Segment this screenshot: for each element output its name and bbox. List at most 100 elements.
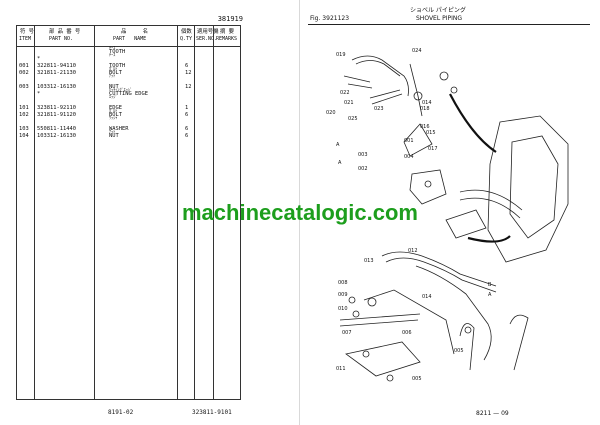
document-number: 381919 (217, 15, 243, 23)
part-name-kana: ﾜｯｼｬ (109, 115, 118, 120)
column-divider (34, 26, 35, 399)
part-name-kana: ﾃｰｽ (109, 52, 116, 57)
col-name-jp: 品 名 (121, 29, 149, 35)
part-name-kana: ﾅｯﾄ (109, 129, 116, 134)
col-partno-en: PART NO. (49, 36, 74, 42)
part-name-cell: BOLT (109, 70, 122, 76)
item-cell: 103 (19, 126, 29, 132)
part-name-cell: TOOTH (109, 63, 126, 69)
table-row: ﾅｯﾄ (17, 73, 240, 84)
part-callout: 007 (342, 330, 352, 336)
qty-cell: 6 (185, 133, 189, 139)
part-name-kana: ｶｯﾃｨﾝｸﾞｴｯｼﾞ (109, 87, 133, 92)
part-name-cell: TOOTH (109, 49, 126, 55)
part-no-cell: 550811-11440 (37, 126, 76, 132)
table-row: ﾜｯｼｬ (17, 115, 240, 126)
part-callout: A (336, 142, 340, 148)
item-cell: 002 (19, 70, 29, 76)
part-callout: 012 (408, 248, 418, 254)
part-callout: 001 (404, 138, 414, 144)
table-header: 符 号 ITEM 部 品 番 号 PART NO. 品 名 PART NAME … (17, 26, 240, 47)
part-callout: 013 (364, 258, 374, 264)
qty-cell: 12 (185, 84, 192, 90)
qty-cell: 6 (185, 112, 189, 118)
part-no-cell: 103312-16130 (37, 84, 76, 90)
part-name-cell: BOLT (109, 112, 122, 118)
item-cell: 104 (19, 133, 29, 139)
col-remarks-en: REMARKS (216, 36, 238, 42)
part-callout: 016 (420, 124, 430, 130)
table-row: 101 323811-92110 EDGE 1 (17, 105, 240, 112)
part-no-cell: * (37, 91, 41, 97)
col-name-en: PART NAME (113, 36, 147, 42)
part-callout: 002 (358, 166, 368, 172)
part-name-cell: WASHER (109, 126, 129, 132)
qty-cell: 1 (185, 105, 189, 111)
col-ser-jp: 適用号機 (197, 29, 219, 35)
figure-page: ショベル パイピング Fig. 3921123 SHOVEL PIPING (300, 0, 600, 425)
table-row: 003 103312-16130 NUT 12 (17, 84, 240, 91)
part-no-cell: 321811-21130 (37, 70, 76, 76)
footer-left: 8191-02 (108, 409, 134, 416)
item-cell: 001 (19, 63, 29, 69)
part-name-kana: ｴｯｼﾞ (109, 94, 118, 99)
part-callout: 018 (420, 106, 430, 112)
figure-title: SHOVEL PIPING (416, 15, 462, 22)
col-ser-en: SER.NO. (196, 36, 218, 42)
part-name-cell: CUTTING EDGE (109, 91, 148, 97)
part-name-kana: ﾎﾞﾙﾄ (109, 66, 118, 71)
part-callout: 014 (422, 294, 432, 300)
part-name-cell: NUT (109, 84, 119, 90)
col-item-en: ITEM (19, 36, 32, 42)
part-callout: 006 (402, 330, 412, 336)
column-divider (94, 26, 95, 399)
parts-table: 符 号 ITEM 部 品 番 号 PART NO. 品 名 PART NAME … (16, 25, 241, 400)
part-callout: 020 (326, 110, 336, 116)
part-callout: 014 (422, 100, 432, 106)
part-callout: 022 (340, 90, 350, 96)
part-name-kana: ﾅｯﾄ (109, 73, 116, 78)
part-no-cell: 321811-91120 (37, 112, 76, 118)
part-no-cell: 322811-94110 (37, 63, 76, 69)
part-callout: 008 (338, 280, 348, 286)
item-cell: 101 (19, 105, 29, 111)
part-callout: 019 (336, 52, 346, 58)
part-callout: 005 (454, 348, 464, 354)
item-cell: 003 (19, 84, 29, 90)
page-number: 8211 — 09 (476, 410, 509, 417)
part-callout: 009 (338, 292, 348, 298)
col-partno-jp: 部 品 番 号 (49, 29, 81, 35)
part-no-cell: 103312-16130 (37, 133, 76, 139)
figure-title-jp: ショベル パイピング (410, 7, 466, 14)
column-divider (213, 26, 214, 399)
col-qty-jp: 個数 (181, 29, 192, 35)
part-callout: 005 (412, 376, 422, 382)
parts-list-page: 381919 符 号 ITEM 部 品 番 号 PART NO. 品 名 PAR… (16, 15, 243, 416)
drawing-linework (339, 55, 569, 382)
part-no-cell: * (37, 56, 41, 62)
part-callout: 004 (404, 154, 414, 160)
part-no-cell: 323811-92110 (37, 105, 76, 111)
part-name-kana: ﾎﾞﾙﾄ (109, 108, 118, 113)
title-rule (308, 24, 590, 25)
col-qty-en: Q.TY (180, 36, 193, 42)
part-callout: A (488, 292, 492, 298)
column-divider (177, 26, 178, 399)
part-callout: 010 (338, 306, 348, 312)
column-divider (194, 26, 195, 399)
part-callout: 025 (348, 116, 358, 122)
table-row: * ﾃｰｽ (17, 52, 240, 63)
part-callout: 024 (412, 48, 422, 54)
part-callout: 021 (344, 100, 354, 106)
part-callout: 015 (426, 130, 436, 136)
part-callout: 003 (358, 152, 368, 158)
part-name-cell: EDGE (109, 105, 122, 111)
part-name-kana: ﾃｰｽ (109, 45, 116, 50)
